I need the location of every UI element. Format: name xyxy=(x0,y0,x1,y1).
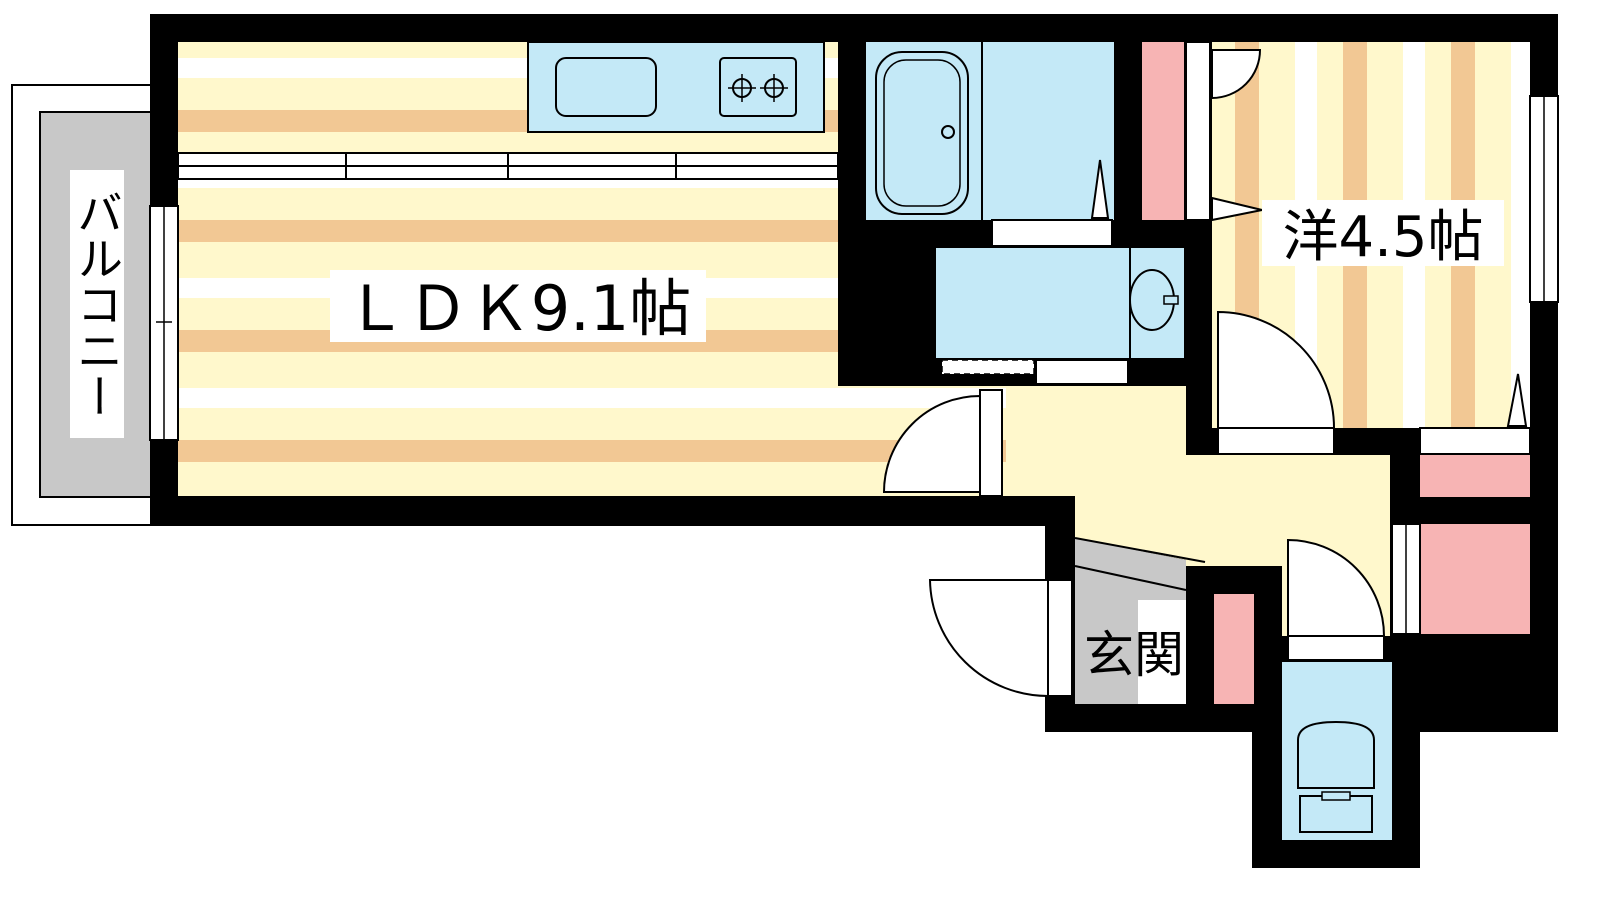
ldk-label: ＬＤＫ9.1帖 xyxy=(345,272,692,345)
hall-closet-door xyxy=(1391,373,1531,635)
entrance-label: 玄関 xyxy=(1084,626,1184,684)
closet-hall-lower xyxy=(1420,524,1530,634)
bathroom xyxy=(866,42,1114,247)
western-closet-door xyxy=(1185,41,1263,222)
stove-icon xyxy=(719,57,797,117)
kitchen-counter xyxy=(527,41,825,133)
window-balcony xyxy=(149,205,179,441)
swing-door-icon xyxy=(1217,310,1336,455)
balcony-label: バルコニー xyxy=(70,189,124,419)
room-entrance xyxy=(1074,537,1206,704)
swing-door-icon xyxy=(928,579,1073,698)
shoe-closet xyxy=(1214,594,1254,704)
kitchen-sink-icon xyxy=(555,57,657,117)
closet-hall-upper xyxy=(1420,455,1530,497)
washroom xyxy=(936,248,1184,385)
western-room-label: 洋4.5帖 xyxy=(1282,205,1483,270)
kitchen-partition xyxy=(177,152,839,180)
bathtub-icon xyxy=(875,51,969,215)
swing-door-icon xyxy=(882,389,1003,497)
toilet-icon xyxy=(1297,720,1375,789)
window-western xyxy=(1529,95,1559,303)
swing-door-icon xyxy=(1287,538,1386,661)
toilet-room xyxy=(1282,662,1392,840)
closet-western xyxy=(1142,42,1184,220)
balcony: バルコニー xyxy=(11,84,169,526)
